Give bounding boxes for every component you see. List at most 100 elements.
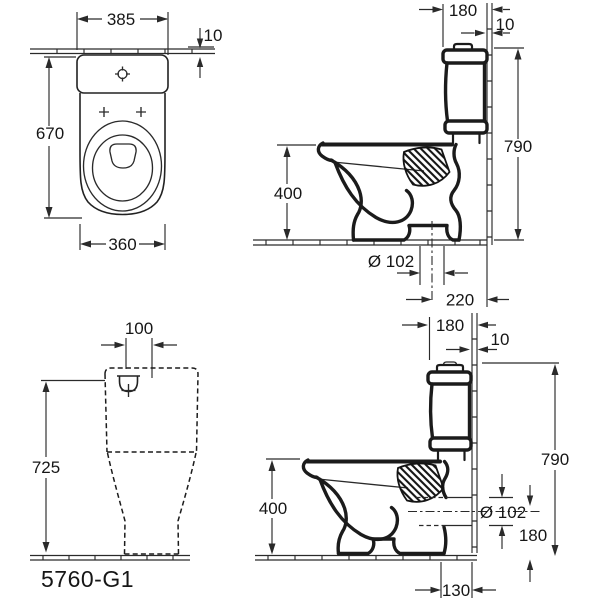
wall-section: [471, 313, 478, 553]
dim-label-outlet-center-height: 180: [519, 526, 547, 545]
dim-label-outlet-diameter: Ø 102: [368, 252, 414, 271]
dim-lines-725: [41, 379, 105, 542]
dim-lines-400: [277, 144, 316, 229]
dim-label-rim-height: 400: [274, 184, 302, 203]
arrowhead: [492, 6, 503, 13]
arrowhead: [498, 487, 506, 498]
arrowhead: [526, 559, 534, 570]
dim-lines-790: [482, 362, 559, 545]
dim-label-tank-depth: 180: [449, 1, 477, 20]
model-number: 5760-G1: [41, 566, 134, 592]
bowl-inner-profile: [333, 160, 415, 225]
seat-hinge-marks: [99, 107, 146, 117]
seat-outer-ring: [82, 120, 163, 212]
arrowhead: [417, 321, 428, 329]
dim-label-depth: 670: [36, 124, 64, 143]
bowl-base: [336, 537, 446, 556]
arrowhead: [475, 29, 486, 37]
arrowhead: [42, 381, 50, 392]
flush-button-top: [442, 361, 458, 366]
dim-lines-outlet-dia: [489, 474, 513, 549]
inlet-valve-crosshair: [121, 384, 136, 397]
bowl-body-outline: [79, 93, 166, 216]
dim-lines-360: [79, 224, 166, 250]
top-view: 385 10 670 360: [30, 10, 222, 254]
arrowhead: [196, 57, 204, 67]
dim-lines-130: [415, 562, 496, 598]
cistern-lid: [426, 370, 473, 386]
bowl-base: [351, 223, 461, 242]
floor-section: [255, 554, 477, 561]
arrowhead: [196, 38, 204, 49]
arrowhead: [157, 15, 168, 23]
cistern-base-band: [428, 436, 473, 452]
flush-channel-hatch: [396, 462, 445, 503]
arrowhead: [283, 146, 291, 157]
arrowhead: [487, 296, 498, 303]
dim-lines-100: [101, 338, 177, 378]
arrowhead: [154, 240, 165, 248]
cistern-body: [428, 382, 472, 440]
arrowhead: [45, 57, 53, 68]
arrowhead: [42, 542, 50, 553]
bowl-back-profile: [449, 142, 463, 242]
arrowhead: [459, 346, 470, 353]
side-view-wall-outlet: 180 10 790 400 Ø 102 180 130: [255, 313, 569, 600]
dim-lines-670: [44, 56, 82, 219]
inner-rim-line: [317, 478, 409, 489]
arrowhead: [45, 207, 53, 218]
arrowhead: [551, 364, 559, 375]
dim-label-wall-gap: 10: [496, 15, 515, 34]
dim-label-rear-clearance: 130: [442, 581, 470, 600]
wall-section: [30, 46, 215, 55]
arrowhead: [492, 29, 503, 37]
pedestal-outline-dashed: [106, 452, 197, 555]
arrowhead: [477, 346, 488, 353]
arrowhead: [409, 269, 420, 277]
dim-label-wall-gap: 10: [491, 330, 510, 349]
front-view: 100 725 5760-G1: [30, 319, 199, 592]
arrowhead: [283, 229, 291, 240]
arrowhead: [498, 525, 506, 536]
flush-button: [452, 42, 474, 52]
flush-valve: [436, 448, 466, 462]
flush-channel-hatch: [402, 146, 451, 187]
bowl-back-profile: [440, 459, 450, 556]
arrowhead: [477, 321, 488, 329]
bowl-front-profile: [314, 475, 348, 556]
seat-inner-ring: [91, 134, 154, 202]
dim-lines-outlet-dia: [397, 246, 468, 285]
dim-label-outlet-diameter: Ø 102: [480, 503, 526, 522]
arrowhead: [153, 341, 164, 349]
bowl-inner-profile: [318, 477, 400, 542]
flush-inlet-shape: [109, 143, 137, 169]
tank-outline-dashed: [104, 367, 199, 453]
wall-section: [486, 3, 493, 307]
dim-label-height: 790: [541, 450, 569, 469]
arrowhead: [551, 545, 559, 556]
cistern-body: [443, 61, 487, 123]
dim-lines-790: [494, 47, 524, 241]
register-mark-icon: [115, 66, 130, 82]
arrowhead: [80, 240, 91, 248]
dim-label-tank-width: 385: [107, 10, 135, 29]
arrowhead: [77, 15, 88, 23]
dim-label-height: 790: [504, 137, 532, 156]
dim-lines-180: [419, 4, 510, 47]
arrowhead: [432, 6, 443, 13]
arrowhead: [268, 460, 276, 471]
cistern-base-band: [443, 119, 489, 135]
arrowhead: [472, 586, 483, 594]
dim-lines-400: [266, 458, 300, 544]
cistern-top-outline: [76, 54, 169, 94]
dim-label-bowl-width: 360: [108, 235, 136, 254]
dim-label-outlet-from-wall: 220: [446, 291, 474, 310]
flush-button: [435, 363, 465, 374]
cistern-lid: [441, 48, 489, 65]
dim-lines-385: [76, 12, 169, 55]
dim-label-tank-height: 725: [32, 458, 60, 477]
dim-label-inlet-width: 100: [125, 319, 153, 338]
outlet-pipe: [444, 496, 472, 527]
arrowhead: [430, 586, 441, 594]
